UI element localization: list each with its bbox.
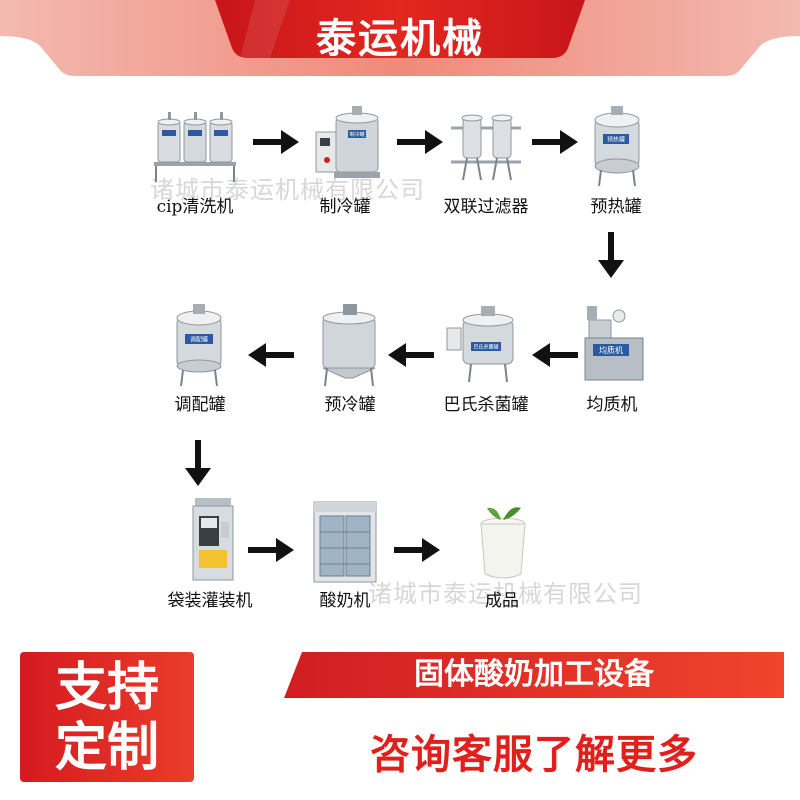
arrow-right-icon	[394, 538, 440, 562]
product-name-bar: 固体酸奶加工设备	[284, 652, 784, 698]
step-label: 调配罐	[174, 395, 226, 415]
cip-cleaning-machine-icon	[154, 112, 236, 182]
arrow-down-icon	[598, 232, 624, 278]
arrow-left-icon	[532, 343, 578, 367]
bag-filling-machine-icon	[192, 498, 234, 581]
brand-title: 泰运机械	[316, 16, 484, 62]
tank-tag: 制冷罐	[349, 131, 364, 138]
step-label: 袋装灌装机	[167, 591, 253, 611]
step-label: 酸奶机	[319, 591, 371, 611]
step-label: 成品	[485, 591, 519, 611]
arrow-right-icon	[532, 130, 578, 154]
top-banner: 泰运机械	[0, 0, 800, 76]
arrow-down-icon	[185, 440, 211, 486]
step-bag-filling-machine: 袋装灌装机	[150, 498, 270, 613]
step-precooling-tank: 预冷罐	[290, 302, 410, 417]
product-name: 固体酸奶加工设备	[414, 657, 654, 692]
step-label: 制冷罐	[319, 197, 371, 217]
blending-tank-icon: 调配罐	[176, 304, 222, 387]
step-label: 预热罐	[590, 197, 642, 217]
tank-tag: 调配罐	[190, 336, 208, 344]
watermark-top: 诸城市泰运机械有限公司	[150, 176, 425, 204]
arrow-right-icon	[253, 130, 299, 154]
step-label: 双联过滤器	[443, 197, 529, 217]
step-label: 巴氏杀菌罐	[443, 395, 529, 415]
step-label: 均质机	[586, 395, 638, 415]
arrow-left-icon	[388, 343, 434, 367]
step-label: cip清洗机	[156, 197, 234, 217]
arrow-right-icon	[397, 130, 443, 154]
step-blending-tank: 调配罐 调配罐	[140, 302, 260, 417]
step-homogenizer: 均质机 均质机	[552, 302, 672, 417]
step-finished-product: 成品	[442, 498, 562, 613]
step-cip-cleaning: cip清洗机	[135, 104, 255, 219]
tank-tag: 预热罐	[607, 136, 625, 144]
watermark-bottom: 诸城市泰运机械有限公司	[368, 580, 643, 608]
arrow-right-icon	[248, 538, 294, 562]
banner-shape	[0, 0, 800, 76]
preheating-tank-icon: 预热罐	[594, 106, 640, 187]
consult-text: 咨询客服了解更多	[370, 732, 698, 778]
tank-tag: 巴氏杀菌罐	[473, 344, 498, 351]
step-pasteurization-tank: 巴氏杀菌罐 巴氏杀菌罐	[426, 302, 546, 417]
arrow-left-icon	[248, 343, 294, 367]
homogenizer-icon: 均质机	[584, 306, 644, 381]
step-yogurt-machine: 酸奶机	[285, 498, 405, 613]
refrigeration-tank-icon: 制冷罐	[315, 106, 380, 178]
precooling-tank-icon	[322, 304, 376, 387]
yogurt-machine-icon	[313, 501, 377, 583]
machine-tag: 均质机	[599, 345, 623, 355]
duplex-filter-icon	[451, 114, 521, 181]
yogurt-glass-icon	[480, 507, 526, 579]
pasteurization-tank-icon: 巴氏杀菌罐	[446, 306, 514, 383]
step-duplex-filter: 双联过滤器	[426, 104, 546, 219]
step-label: 预冷罐	[324, 395, 376, 415]
customization-badge: 支持 定制	[20, 652, 194, 782]
step-refrigeration-tank: 制冷罐 制冷罐	[285, 104, 405, 219]
support-line-1: 支持	[54, 658, 159, 718]
step-preheating-tank: 预热罐 预热罐	[556, 104, 676, 219]
support-line-2: 定制	[54, 718, 159, 778]
